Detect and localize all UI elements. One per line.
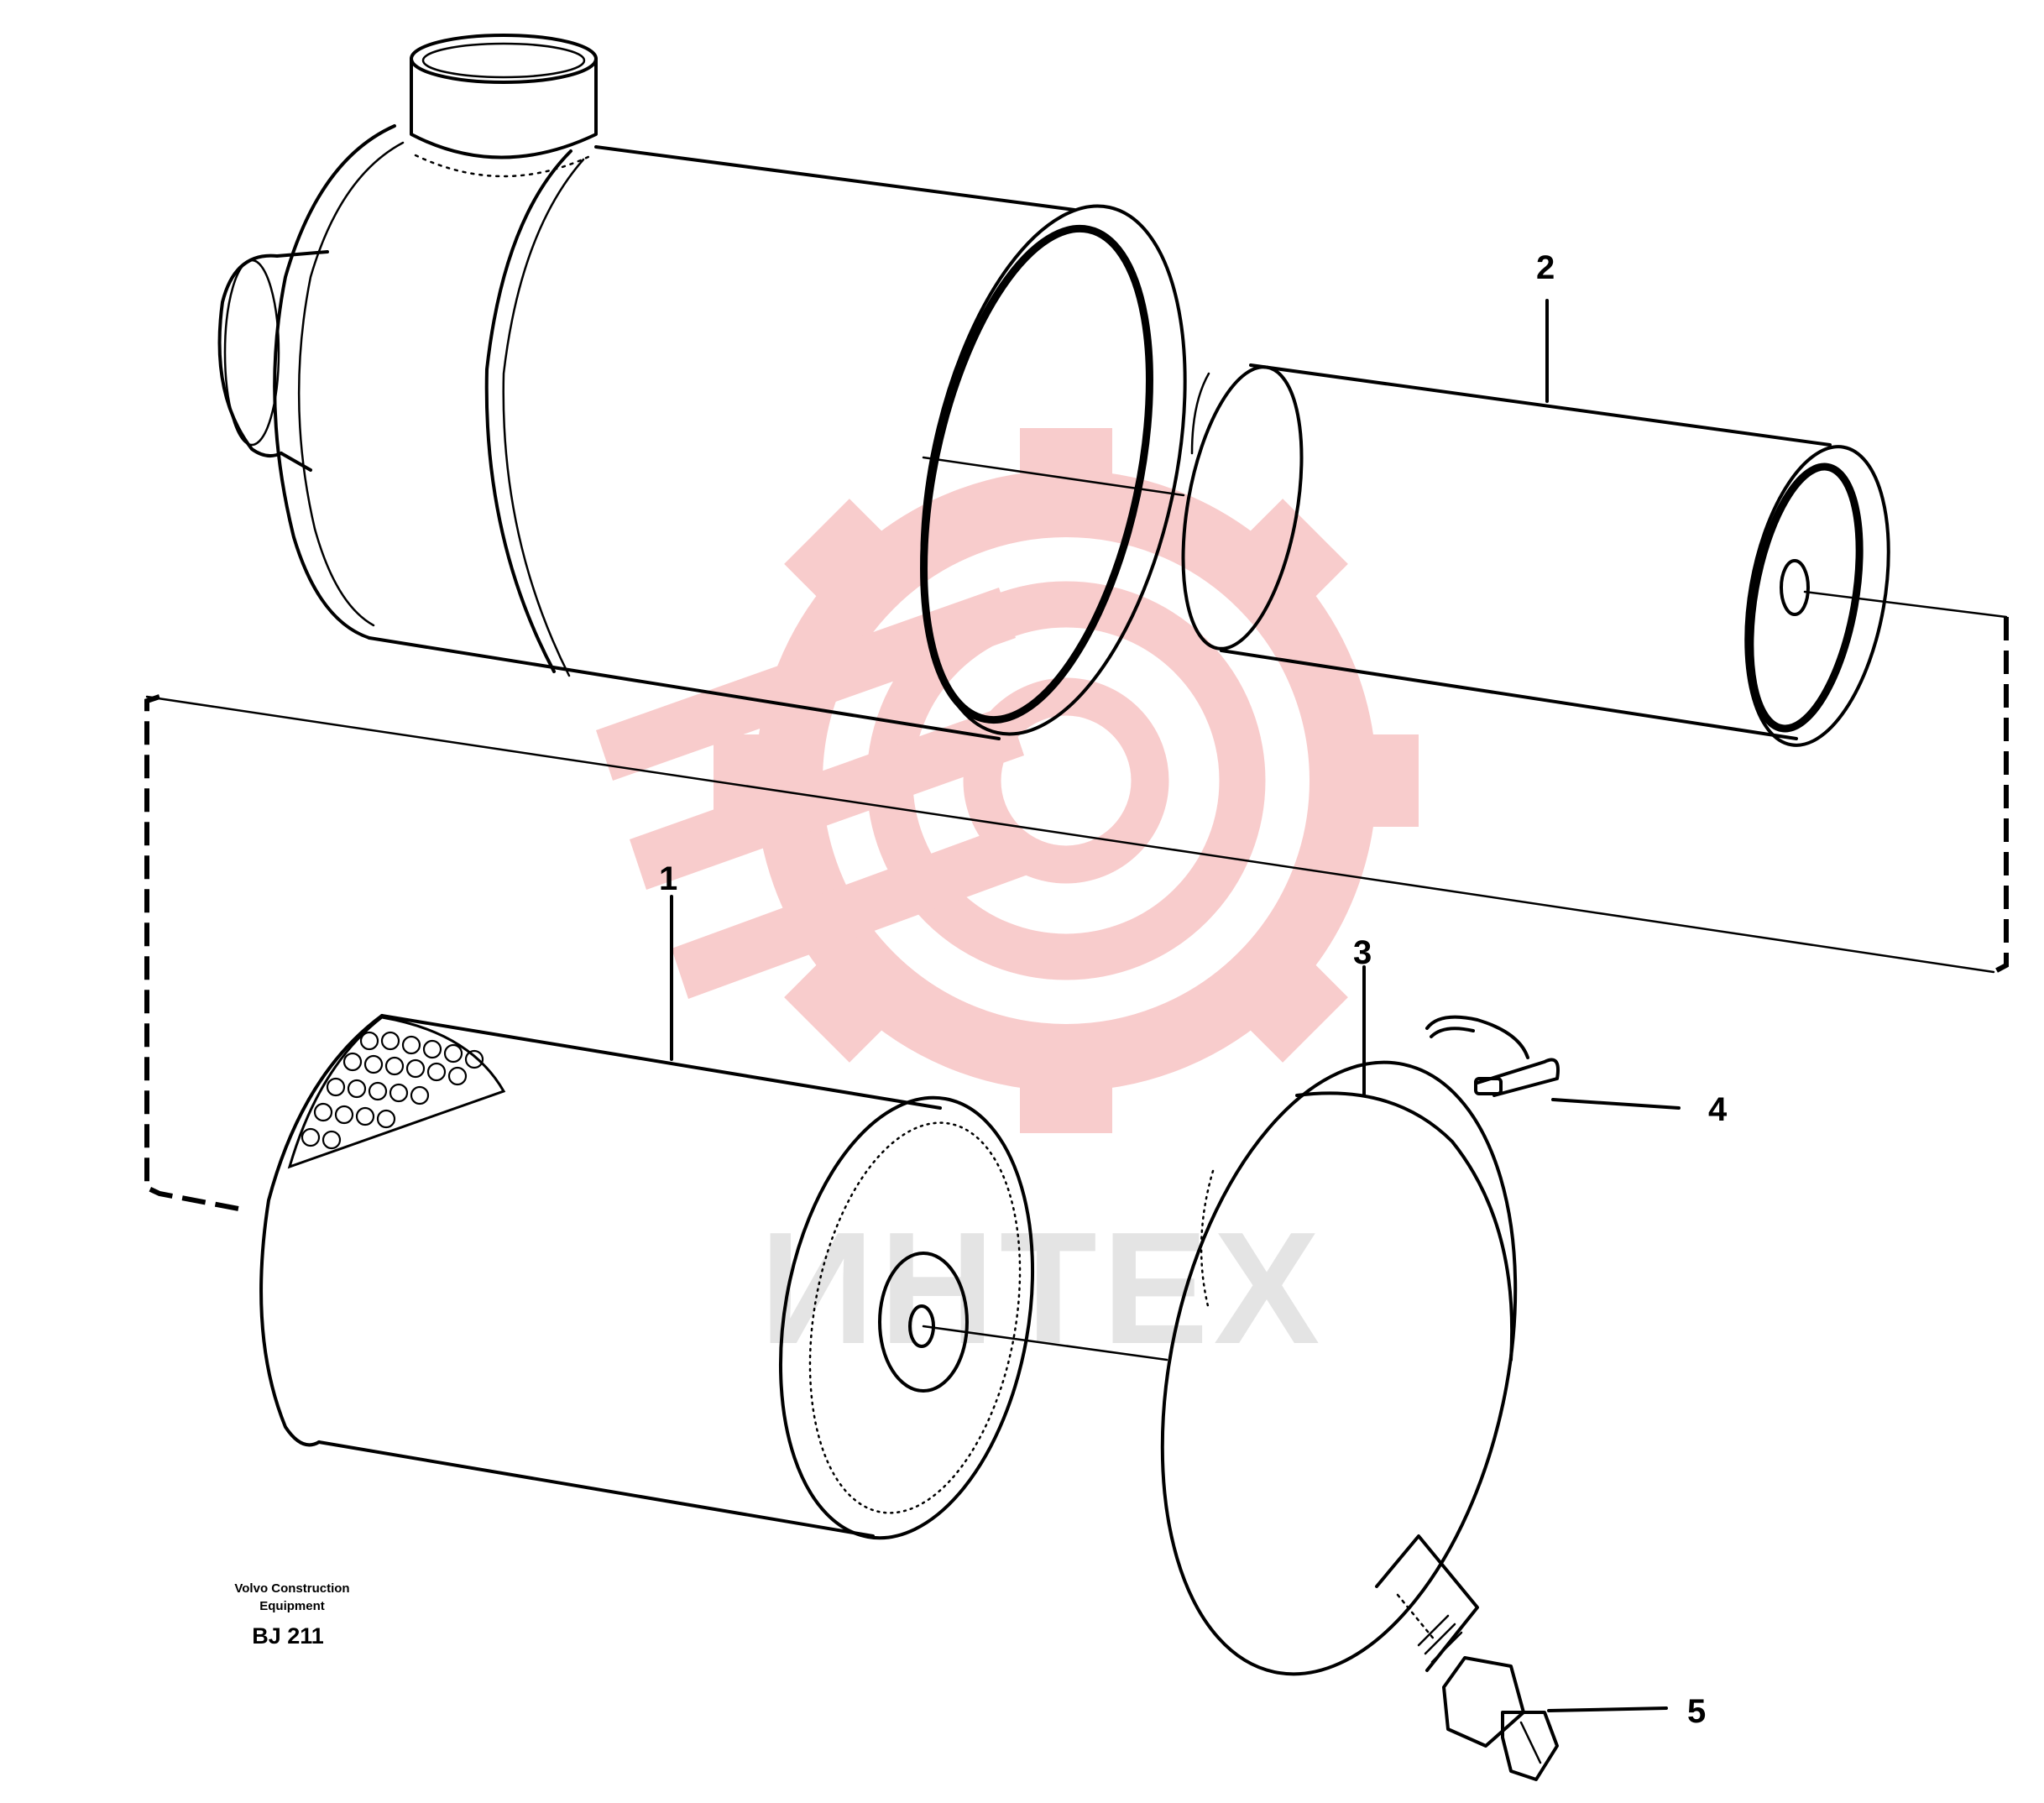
- callout-label-3: 3: [1353, 934, 1372, 971]
- safety-filter-element: [1181, 363, 1890, 747]
- callout-label-1: 1: [659, 860, 677, 897]
- primary-filter-element: [259, 1014, 1035, 1540]
- assembly-axis-line: [922, 1325, 1168, 1361]
- footer-drawing-code: BJ 211: [252, 1623, 324, 1649]
- callout-label-5: 5: [1687, 1693, 1706, 1730]
- mesh-pattern-icon: [287, 1016, 506, 1169]
- footer-block: Volvo Construction Equipment BJ 211: [234, 1581, 349, 1649]
- filter-housing: [217, 34, 1187, 740]
- footer-company-line1: Volvo Construction: [234, 1581, 349, 1596]
- callout-label-4: 4: [1708, 1091, 1728, 1128]
- watermark-text: ИНТЕХ: [760, 1199, 1325, 1377]
- end-cover: [1160, 1060, 1518, 1676]
- callout-label-2: 2: [1536, 249, 1555, 286]
- rubber-dust-valve: [1442, 1656, 1559, 1781]
- footer-company-line2: Equipment: [259, 1599, 325, 1613]
- watermark-gear-icon: [596, 428, 1419, 1133]
- leader-lines: [670, 299, 1681, 1712]
- assembly-axis-line: [922, 456, 1185, 497]
- assembly-axis-line: [1803, 590, 2008, 619]
- assembly-bracket: [144, 617, 2009, 1213]
- retaining-clip: [1425, 1015, 1560, 1097]
- watermark-logo: [596, 428, 1419, 1133]
